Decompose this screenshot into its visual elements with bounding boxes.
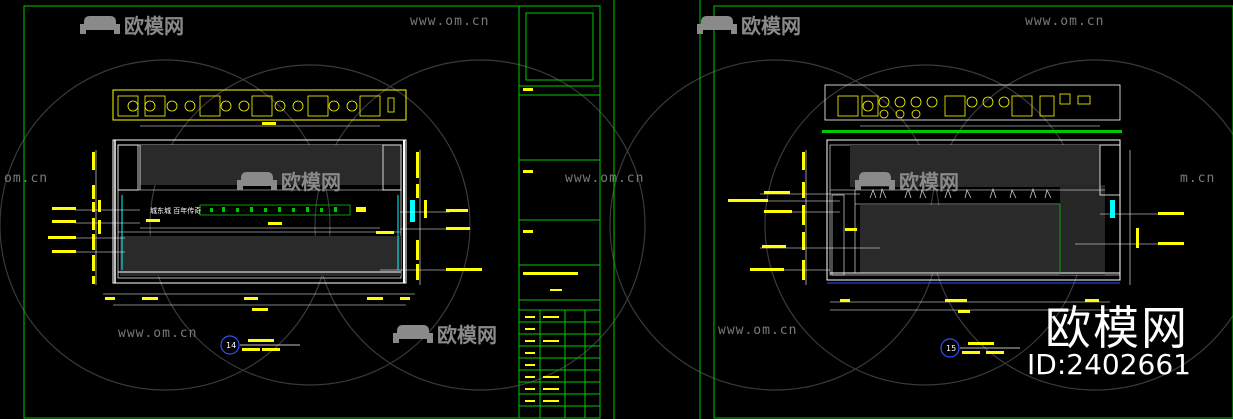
watermark-logo-text: 欧模网 (437, 323, 497, 347)
watermark-url: www.om.cn (118, 326, 198, 341)
watermark-url: www.om.cn (565, 171, 645, 186)
sofa-icon (697, 15, 737, 34)
brand-name: 欧模网 (1045, 301, 1189, 355)
watermark-logo-text: 欧模网 (899, 170, 959, 194)
watermark-logo-text: 欧模网 (741, 14, 801, 38)
watermark-url-partial: om.cn (4, 171, 49, 186)
section-marker-15 (940, 338, 960, 358)
sofa-icon (237, 171, 277, 190)
title-block-marks (523, 88, 578, 402)
sofa-icon (80, 15, 120, 34)
left-elevation-drawing (48, 89, 482, 355)
signage-text: 城东城 百年传奇 (150, 207, 202, 215)
watermark-url: www.om.cn (410, 14, 490, 29)
watermark-url-partial-left: m.cn (1180, 171, 1216, 186)
sheet-frames (23, 0, 1233, 419)
section-marker-14 (220, 335, 240, 355)
watermark-logo-text: 欧模网 (281, 170, 341, 194)
watermark-logo: 欧模网 (697, 10, 801, 39)
watermark-logo: 欧模网 (80, 10, 184, 39)
watermark-logo: 欧模网 (237, 166, 341, 195)
sofa-icon (393, 324, 433, 343)
watermark-logo-text: 欧模网 (124, 14, 184, 38)
sofa-icon (855, 171, 895, 190)
watermark-url: www.om.cn (718, 323, 798, 338)
marker-label-15: 15 (946, 344, 957, 353)
marker-label-14: 14 (226, 341, 237, 350)
brand-id: ID:2402661 (1027, 348, 1191, 381)
watermark-url: www.om.cn (1025, 14, 1105, 29)
watermark-logo: 欧模网 (393, 319, 497, 348)
watermark-logo: 欧模网 (855, 166, 959, 195)
